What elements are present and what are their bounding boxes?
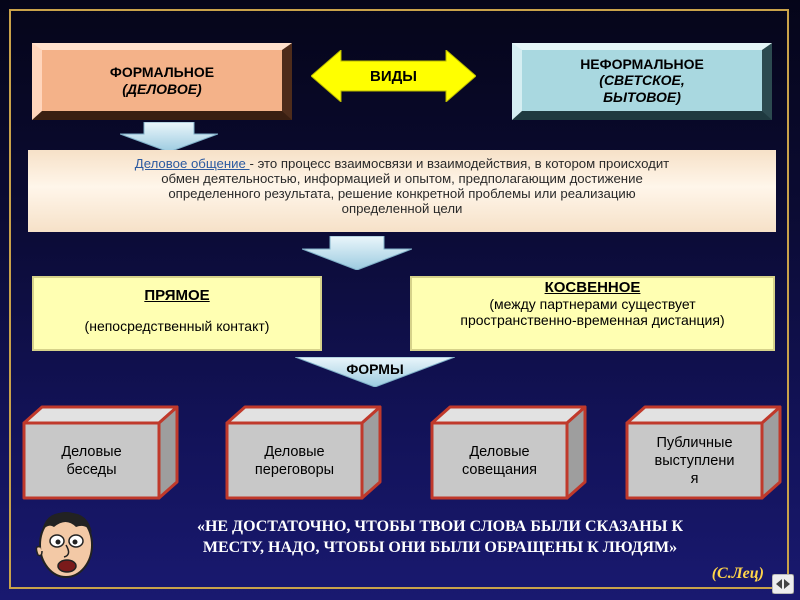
form-label-line: выступлени [654, 452, 735, 469]
forms-label: ФОРМЫ [346, 361, 404, 377]
direct-subtitle: (непосредственный контакт) [84, 318, 270, 334]
informal-subtitle-1: (СВЕТСКОЕ, [599, 72, 685, 89]
double-arrow-icon [311, 50, 476, 102]
formal-type-box: ФОРМАЛЬНОЕ (ДЕЛОВОЕ) [32, 43, 292, 120]
form-label-line: я [690, 470, 699, 487]
box-shape [22, 405, 179, 500]
nav-arrows-icon[interactable] [772, 574, 794, 594]
form-label-line: Деловые [264, 443, 325, 460]
informal-subtitle-2: БЫТОВОЕ) [603, 88, 681, 105]
quote-text: «НЕ ДОСТАТОЧНО, ЧТОБЫ ТВОИ СЛОВА БЫЛИ СК… [100, 516, 780, 558]
box-shape [430, 405, 587, 500]
form-label-line: совещания [461, 461, 538, 478]
form-label-line: Деловые [61, 443, 122, 460]
definition-line-1: - это процесс взаимосвязи и взаимодейств… [249, 156, 670, 171]
indirect-subtitle: (между партнерами существует пространств… [460, 296, 725, 328]
face-icon [35, 512, 93, 578]
formal-subtitle: (ДЕЛОВОЕ) [122, 80, 202, 97]
form-label-line: переговоры [254, 461, 335, 478]
form-label-line: беседы [66, 461, 117, 478]
down-arrow-icon [120, 122, 218, 152]
quote-author: (С.Лец) [711, 565, 764, 582]
definition-line-4: определенной цели [341, 201, 463, 216]
types-label: ВИДЫ [370, 67, 417, 85]
direct-title: ПРЯМОЕ [144, 287, 210, 304]
indirect-communication-box: КОСВЕННОЕ (между партнерами существует п… [410, 276, 775, 351]
down-arrow-icon [302, 236, 412, 270]
formal-title: ФОРМАЛЬНОЕ [109, 64, 215, 81]
forms-arrow-icon [295, 357, 455, 387]
definition-box: Деловое общение - это процесс взаимосвяз… [28, 150, 776, 232]
quote-line-2: МЕСТУ, НАДО, ЧТОБЫ ОНИ БЫЛИ ОБРАЩЕНЫ К Л… [202, 539, 678, 556]
definition-line-3: определенного результата, решение конкре… [168, 186, 636, 201]
form-label-line: Публичные [656, 434, 733, 451]
form-label-line: Деловые [469, 443, 530, 460]
definition-line-2: обмен деятельностью, информацией и опыто… [161, 171, 643, 186]
box-shape [625, 405, 782, 500]
informal-type-box: НЕФОРМАЛЬНОЕ (СВЕТСКОЕ, БЫТОВОЕ) [512, 43, 772, 120]
indirect-title: КОСВЕННОЕ [544, 279, 641, 296]
quote-line-1: «НЕ ДОСТАТОЧНО, ЧТОБЫ ТВОИ СЛОВА БЫЛИ СК… [196, 518, 684, 535]
informal-title: НЕФОРМАЛЬНОЕ [580, 56, 704, 73]
definition-term: Деловое общение [134, 156, 250, 171]
direct-communication-box: ПРЯМОЕ (непосредственный контакт) [32, 276, 322, 351]
box-shape [225, 405, 382, 500]
